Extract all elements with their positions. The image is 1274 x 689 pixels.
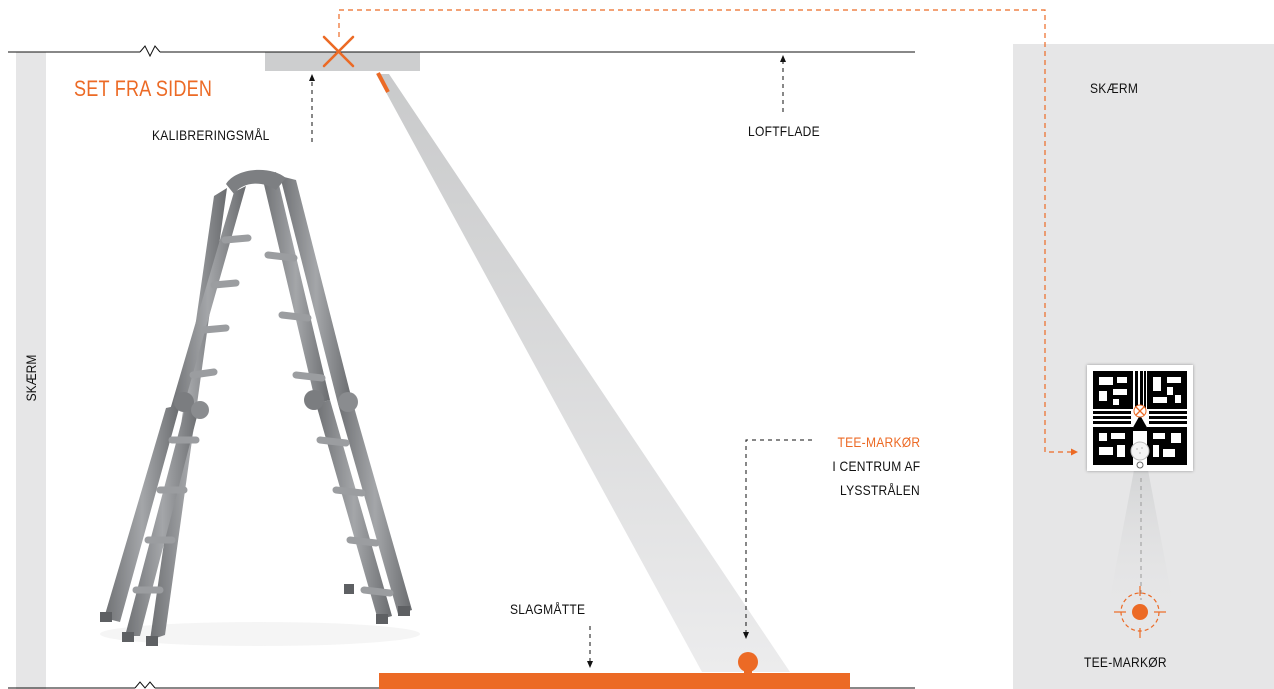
calibration-pointer-arrowhead [309, 74, 315, 81]
tee-marker-line-1: I CENTRUM AF [831, 458, 920, 474]
ceiling-line [8, 45, 915, 58]
right-screen-label: SKÆRM [1090, 80, 1139, 96]
floor-break-mark [8, 681, 915, 689]
ceiling-pointer-arrowhead [780, 55, 786, 62]
left-screen-wall [16, 52, 46, 689]
left-screen-label: SKÆRM [23, 354, 39, 402]
orange-dot-icon [738, 652, 758, 674]
hitting-mat-label: SLAGMÅTTE [510, 601, 586, 617]
dashed-connector [338, 9, 1072, 453]
tee-marker-target-icon [1114, 586, 1166, 638]
tee-pointer [745, 439, 812, 632]
page-title: SET FRA SIDEN [74, 76, 213, 101]
tee-pointer-arrowhead [743, 632, 749, 639]
calibration-target-label: KALIBRERINGSMÅL [152, 127, 270, 143]
tee-marker-title: TEE-MARKØR [837, 434, 920, 450]
calibration-target-bar [265, 52, 420, 71]
mat-pointer-arrowhead [587, 661, 593, 668]
light-cone [1108, 470, 1174, 608]
ceiling-surface-label: LOFTFLADE [748, 123, 820, 139]
tee-marker-right-label: TEE-MARKØR [1084, 654, 1167, 670]
ladder-illustration [100, 169, 420, 646]
connector-arrowhead [1071, 448, 1078, 456]
tee-marker-line-2: LYSSTRÅLEN [840, 482, 920, 498]
aruco-grid-icon [1087, 365, 1193, 471]
light-beam [376, 74, 790, 672]
hitting-mat [379, 673, 850, 689]
beam-source-highlight [376, 72, 390, 93]
x-cross-icon [322, 35, 355, 68]
